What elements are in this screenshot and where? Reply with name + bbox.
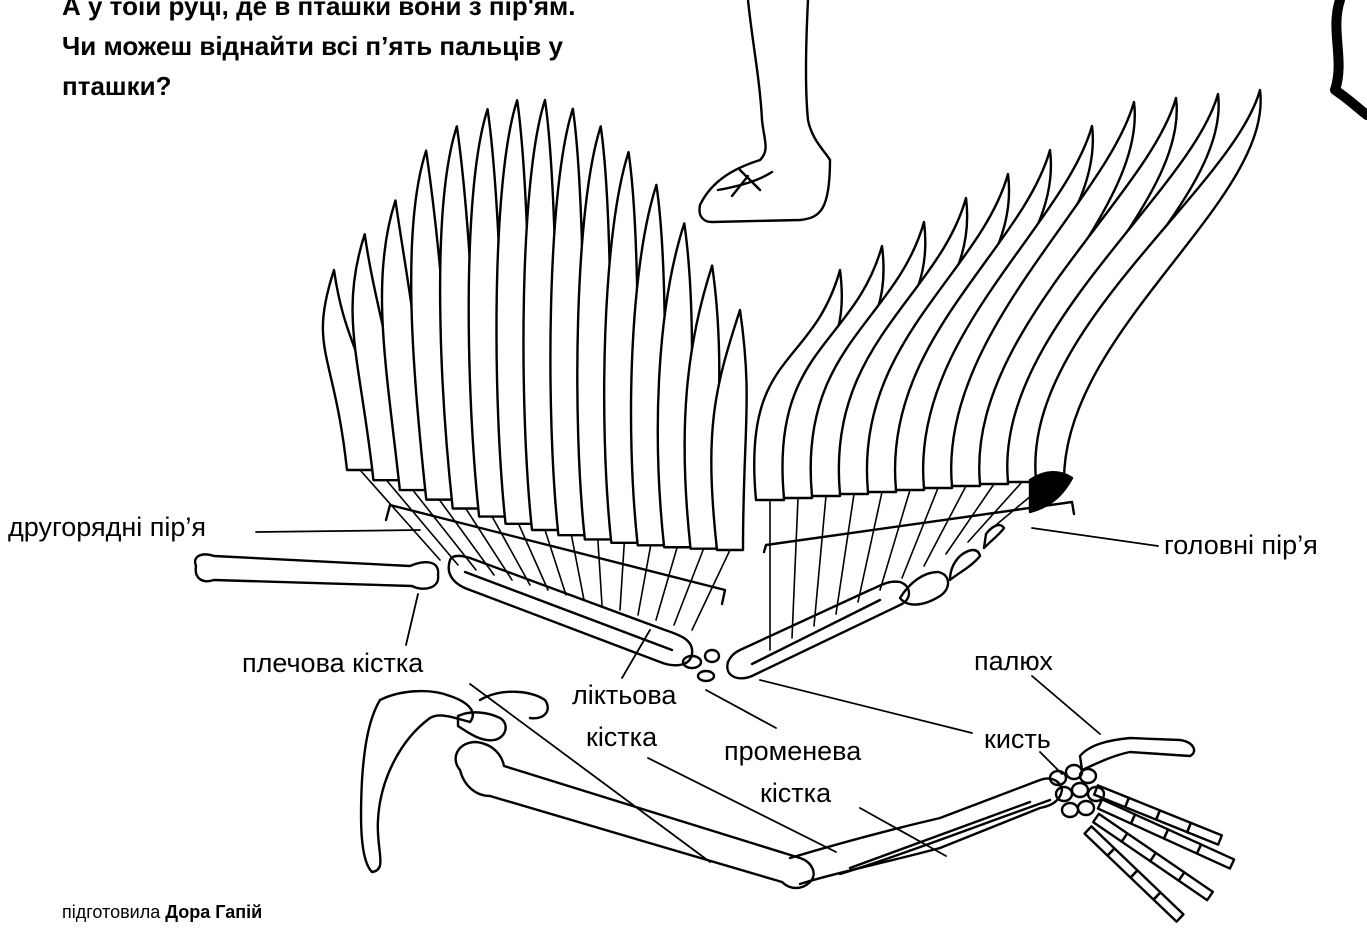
wing-feathers [323,90,1261,550]
carpal-5 [1072,783,1088,797]
label-ulna-line2: кістка [586,722,657,753]
finger-4-segment-1 [1085,826,1115,855]
primary-shaft-8 [924,486,966,566]
finger-2-segment-4 [1197,844,1234,868]
secondary-shaft-10 [598,539,602,605]
leader-hand-top [760,680,972,733]
intro-question: А у тоїй руці, де в пташки вони з пір'ям… [62,0,576,106]
dark-object-drawing [1335,0,1367,115]
secondary-shaft-8 [545,530,566,595]
finger-4-segment-4 [1154,892,1184,921]
human-leg-drawing [700,0,831,222]
primary-shaft-7 [902,488,938,578]
intro-line-1: А у тоїй руці, де в пташки вони з пір'ям… [62,0,576,26]
label-secondary-feathers: другорядні пір’я [8,512,206,543]
finger-3-segment-3 [1150,853,1184,881]
primary-bracket [764,502,1074,552]
primary-shaft-4 [836,494,854,614]
human-thumb-bone [1080,738,1194,770]
label-ulna-line1: ліктьова [572,680,676,711]
leader-primary-feathers [1032,528,1158,546]
intro-line-2: Чи можеш віднайти всі п’ять пальців у [62,26,576,66]
label-primary-feathers: головні пір’я [1164,530,1318,561]
label-radius-line1: променева [724,736,861,767]
finger-3-segment-2 [1122,833,1156,861]
finger-4-segment-2 [1108,848,1138,877]
secondary-shaft-6 [492,517,530,585]
leader-hand-bottom [1040,752,1062,774]
primary-shaft-6 [880,490,910,590]
finger-1-segment-2 [1125,798,1160,820]
carpal-4 [1056,787,1072,801]
finger-4-segment-3 [1131,870,1161,899]
label-hand: кисть [984,724,1051,755]
credit-author: Дора Гапій [165,902,262,922]
label-radius-line2: кістка [760,778,831,809]
bird-humerus-bone [195,554,438,588]
secondary-shaft-11 [620,543,624,610]
credit-line: підготовила Дора Гапій [62,902,262,923]
finger-1-segment-3 [1156,810,1191,832]
finger-3-segment-1 [1093,814,1127,842]
credit-prefix: підготовила [62,902,160,922]
secondary-shaft-7 [519,524,548,590]
label-thumb: палюх [974,646,1053,677]
primary-shaft-3 [814,496,826,626]
leader-humerus-top [406,594,418,645]
primary-shaft-2 [792,498,798,638]
label-humerus: плечова кістка [242,648,423,679]
carpal-7 [1062,803,1078,817]
human-scapula [361,691,473,872]
carpal-8 [1078,801,1094,815]
secondary-shaft-9 [571,535,584,600]
secondary-shaft-13 [656,547,677,620]
finger-2-segment-3 [1164,829,1201,853]
leader-secondary-feathers [256,530,420,532]
secondary-shaft-12 [638,545,651,615]
human-finger-bones [1085,785,1235,921]
intro-line-3: пташки? [62,66,576,106]
finger-3-segment-4 [1179,872,1213,900]
leader-radius-top [706,690,776,728]
